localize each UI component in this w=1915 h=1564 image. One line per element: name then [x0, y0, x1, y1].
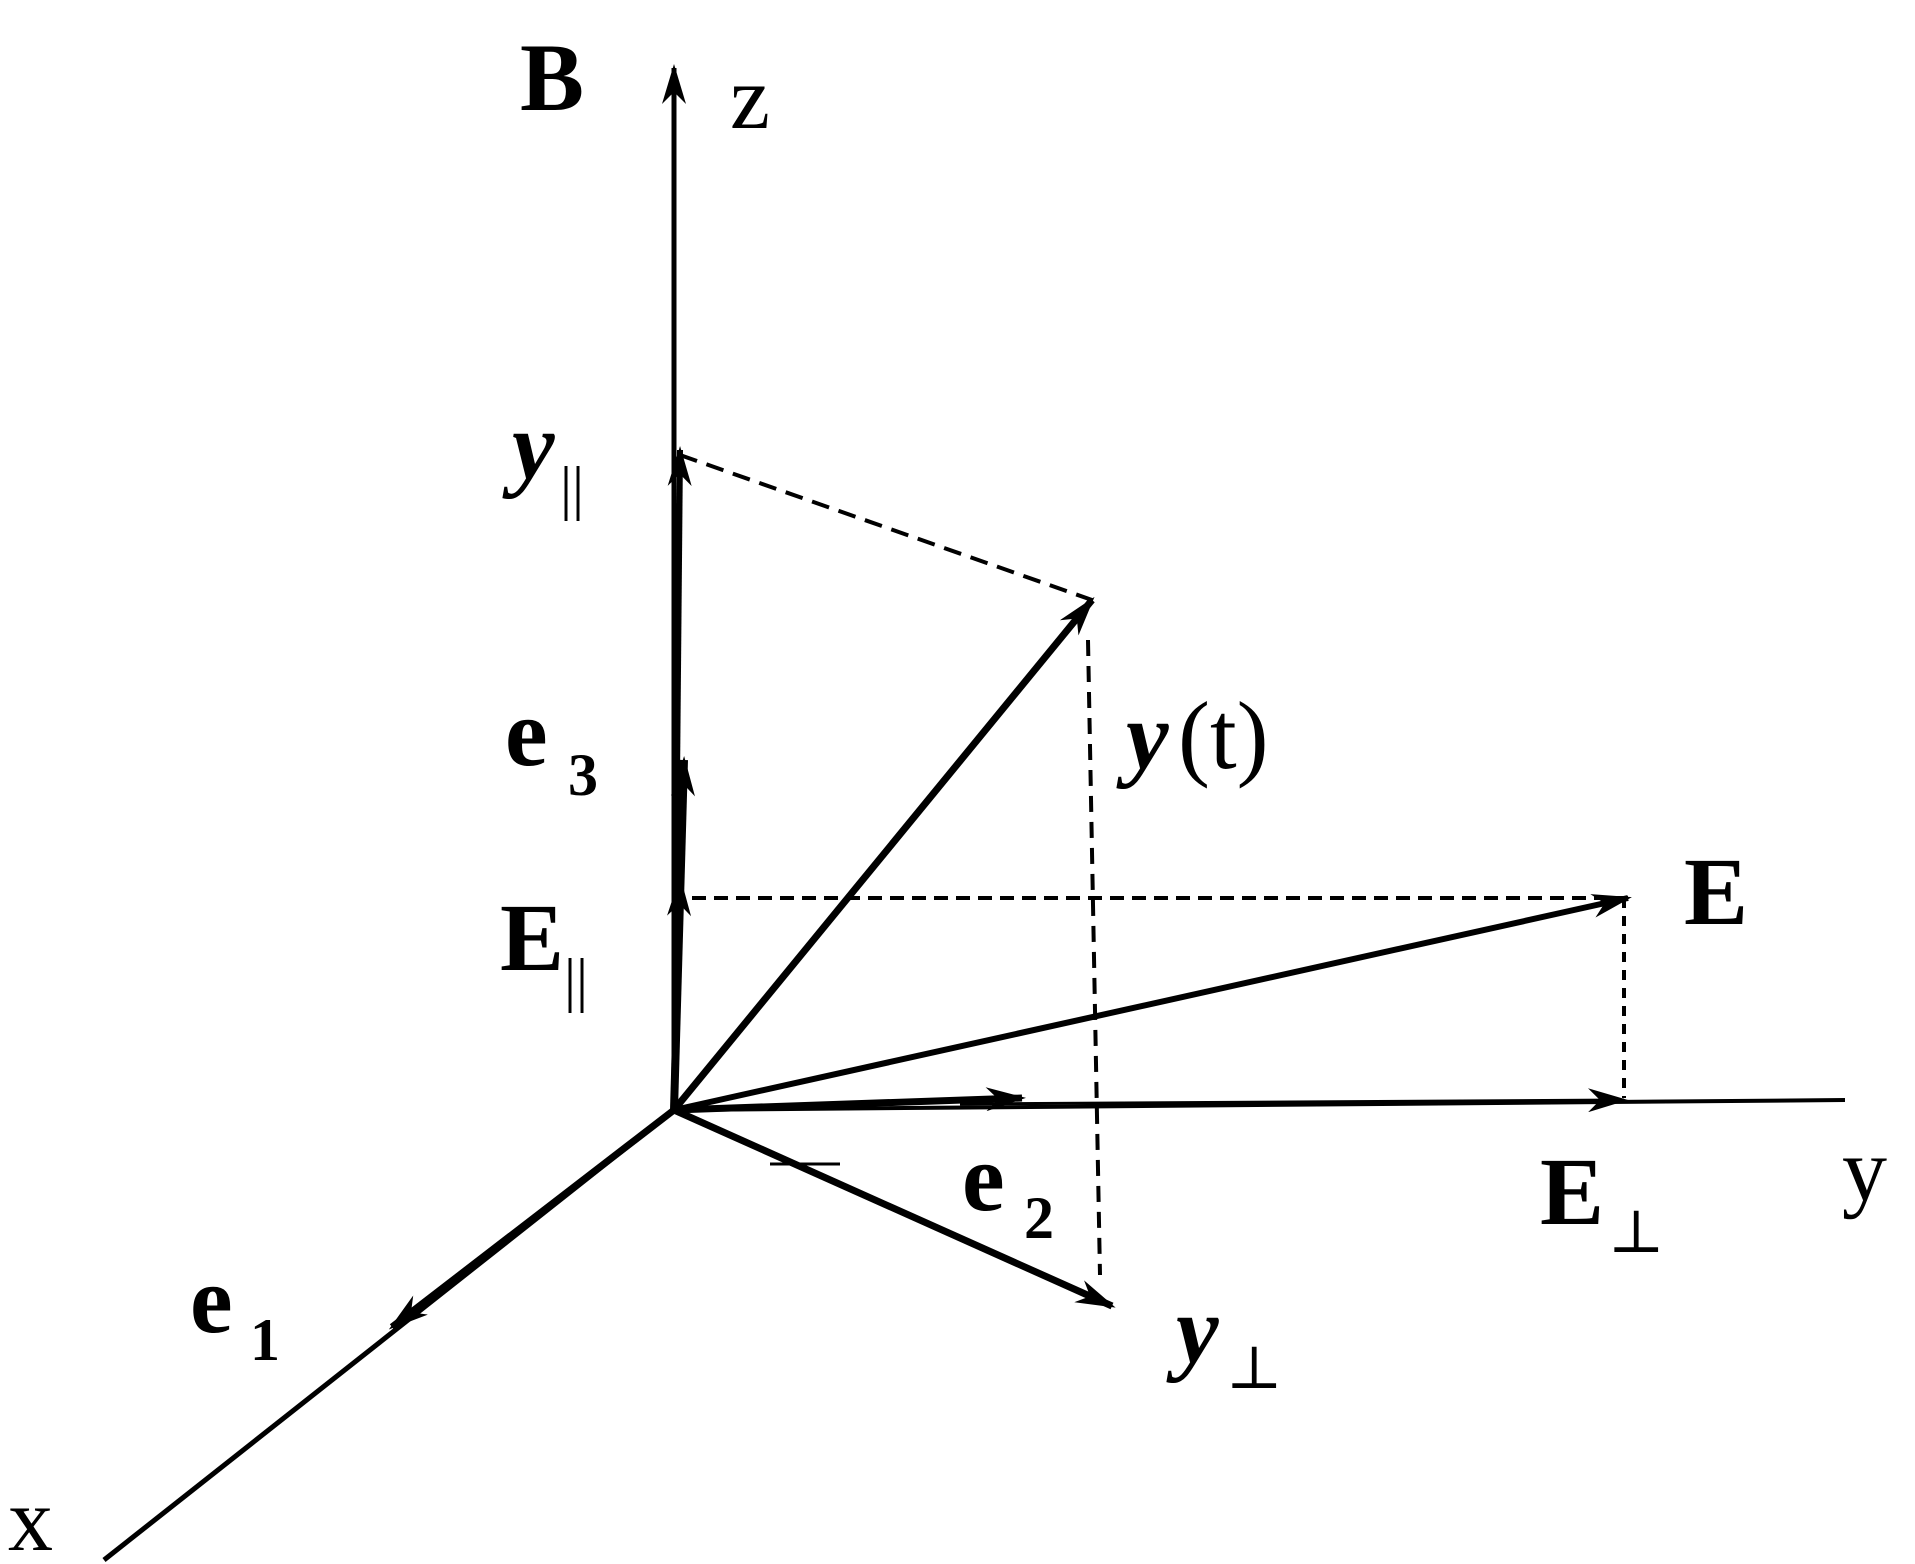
- y-perp-vector: [672, 1106, 1116, 1310]
- label-E-perp-sub: ⊥: [1608, 1199, 1664, 1265]
- label-B: B: [520, 24, 584, 131]
- label-e2-sub: 2: [1024, 1185, 1054, 1251]
- label-e1-sub: 1: [250, 1307, 280, 1373]
- label-e3: e: [505, 679, 548, 786]
- label-E-parallel: E: [500, 884, 564, 991]
- label-y-parallel: y: [502, 392, 555, 499]
- label-y-t-rest: (t): [1178, 682, 1269, 789]
- y-parallel-vector: [667, 446, 692, 1111]
- projection-line-y-to-yperp: [1086, 639, 1102, 1276]
- label-e2: e: [962, 1124, 1005, 1231]
- label-z-axis: z: [730, 49, 770, 148]
- E-perp-vector: [959, 1088, 1628, 1113]
- label-y-perp: y: [1166, 1276, 1219, 1383]
- label-y-axis: y: [1842, 1121, 1887, 1220]
- label-y-t: y: [1116, 682, 1169, 789]
- projection-line-y-to-ypar: [679, 453, 1093, 602]
- y-axis: [673, 1098, 1846, 1112]
- label-y-perp-sub: ⊥: [1226, 1335, 1282, 1401]
- label-E-parallel-sub: ||: [564, 947, 588, 1013]
- label-x-axis: x: [8, 1471, 53, 1564]
- label-e3-sub: 3: [568, 742, 598, 808]
- e1-vector: [388, 1107, 677, 1330]
- label-e1: e: [190, 1246, 233, 1353]
- y-t-vector: [671, 596, 1095, 1113]
- E-vector: [673, 894, 1632, 1113]
- e2-vector: [673, 1087, 1026, 1114]
- label-y-parallel-sub: ||: [560, 455, 584, 521]
- label-E: E: [1684, 838, 1748, 945]
- label-E-perp: E: [1540, 1138, 1604, 1245]
